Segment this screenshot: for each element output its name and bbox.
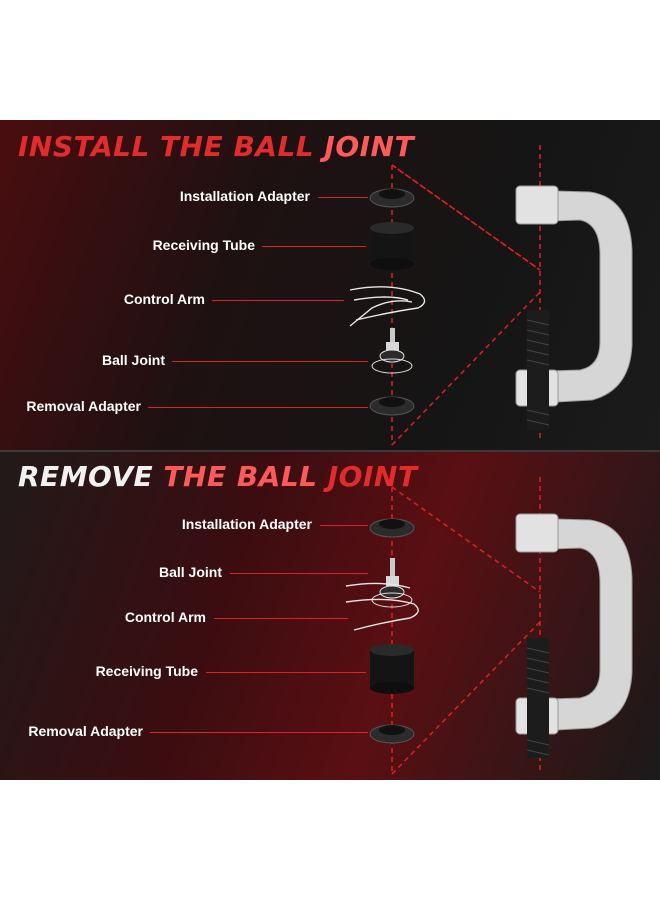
remove-leader-5 — [150, 732, 368, 733]
install-dash-lower — [391, 291, 541, 446]
install-label-ball-joint: Ball Joint — [101, 352, 165, 368]
install-leader-4 — [172, 361, 368, 362]
remove-title-word-2: THE BALL — [163, 460, 318, 493]
remove-installation-adapter-part — [369, 518, 415, 538]
install-panel: INSTALL THE BALL JOINT Installation Adap… — [0, 120, 660, 452]
remove-leader-2 — [230, 573, 368, 574]
remove-label-installation-adapter: Installation Adapter — [181, 516, 312, 532]
remove-label-removal-adapter: Removal Adapter — [28, 723, 143, 739]
remove-leader-4 — [206, 672, 366, 673]
remove-removal-adapter-part — [369, 724, 415, 744]
install-label-installation-adapter: Installation Adapter — [179, 188, 310, 204]
install-leader-5 — [148, 407, 368, 408]
install-removal-adapter-part — [369, 396, 415, 416]
install-control-arm-part — [349, 286, 426, 327]
remove-panel: REMOVE THE BALL JOINT Installation Adapt… — [0, 452, 660, 780]
remove-illustration — [345, 477, 633, 775]
install-installation-adapter-part — [369, 188, 415, 208]
remove-leader-3 — [214, 618, 348, 619]
install-title-word-1: INSTALL — [18, 130, 150, 163]
install-leader-1 — [318, 197, 368, 198]
remove-title-word-1: REMOVE — [18, 460, 154, 493]
install-leader-3 — [212, 300, 344, 301]
install-title: INSTALL THE BALL JOINT — [18, 130, 414, 163]
install-label-removal-adapter: Removal Adapter — [26, 398, 141, 414]
remove-title: REMOVE THE BALL JOINT — [18, 460, 417, 493]
install-title-word-2: THE BALL — [160, 130, 315, 163]
remove-title-word-3: JOINT — [327, 460, 418, 493]
install-title-word-3: JOINT — [324, 130, 415, 163]
remove-c-frame-press — [515, 513, 633, 758]
install-receiving-tube-part — [370, 222, 414, 270]
remove-dash-upper — [391, 486, 541, 593]
install-illustration — [349, 145, 633, 446]
remove-label-ball-joint: Ball Joint — [158, 564, 222, 580]
install-label-control-arm: Control Arm — [123, 291, 205, 307]
remove-label-receiving-tube: Receiving Tube — [95, 663, 198, 679]
install-c-frame-press — [515, 185, 633, 430]
remove-ball-joint-part — [371, 558, 413, 608]
remove-leader-1 — [320, 525, 368, 526]
install-leader-2 — [262, 246, 366, 247]
remove-label-control-arm: Control Arm — [124, 609, 206, 625]
remove-control-arm-part — [345, 582, 419, 631]
install-label-receiving-tube: Receiving Tube — [152, 237, 255, 253]
panel-divider — [0, 450, 660, 453]
remove-receiving-tube-part — [370, 644, 414, 694]
install-ball-joint-part — [371, 328, 413, 374]
remove-dash-lower — [391, 621, 541, 775]
